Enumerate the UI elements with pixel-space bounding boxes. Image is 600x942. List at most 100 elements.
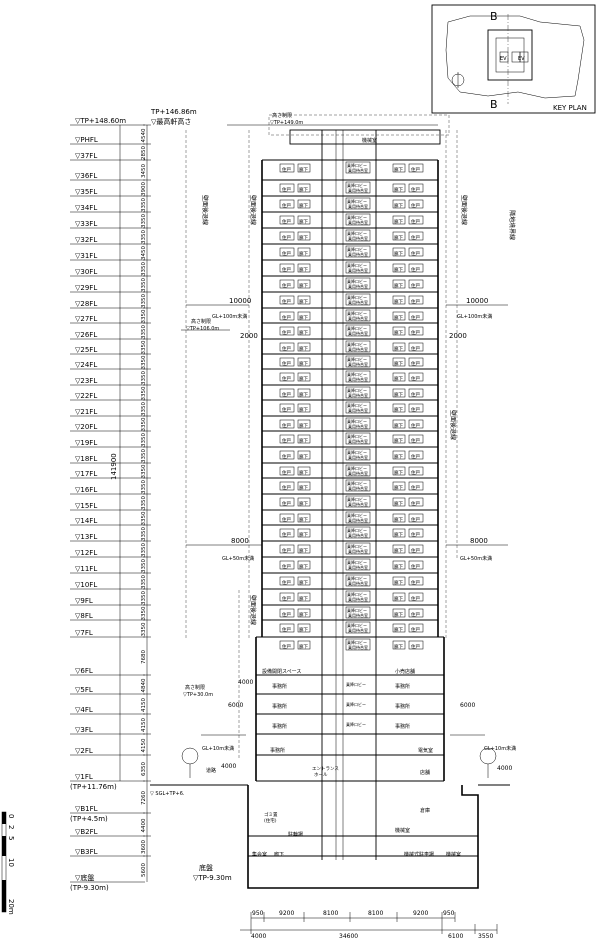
room-lobby: 乗降ロビー (347, 418, 367, 424)
unit-box (279, 342, 295, 352)
unit-box (279, 497, 295, 507)
room-lobby: 乗降ロビー (347, 622, 367, 628)
road-label: 道路 (206, 767, 216, 774)
room-unit-r: 住戸 (411, 643, 420, 650)
room-corridor-r: 廊下 (394, 469, 403, 476)
lobby-box (345, 464, 371, 477)
room-unit: 住戸 (282, 282, 291, 289)
unit-box (279, 388, 295, 398)
level-label: ▽底盤 (75, 873, 94, 882)
key-room-2: EV (518, 56, 525, 62)
penthouse-block (289, 129, 441, 145)
height-limit-low-value: ▽TP+30.0m (183, 692, 213, 698)
room-corridor-r: 廊下 (394, 422, 403, 429)
room-corridor: 廊下 (299, 234, 308, 241)
offset-6000-right: 6000 (460, 702, 475, 709)
gl50-left: GL+50m未満 (222, 555, 254, 562)
unit-box-r (408, 608, 424, 618)
storey-height: 3350 (141, 198, 147, 212)
room-unit-r: 住戸 (411, 611, 420, 618)
unit-box (279, 434, 295, 444)
room-unit: 住戸 (282, 186, 291, 193)
corridor-box-r (392, 247, 406, 257)
storey-height: 3350 (141, 496, 147, 510)
level-label: ▽34FL (75, 204, 97, 212)
corridor-box-r (392, 326, 406, 336)
lobby-box (345, 606, 371, 619)
room-machine-low: 機械室 (395, 827, 410, 834)
room-lobby: 乗降ロビー (347, 246, 367, 252)
room-unit-r: 住戸 (411, 406, 420, 413)
corridor-box (297, 560, 311, 570)
storey-height: 4150 (141, 698, 147, 712)
podium-outline (255, 637, 445, 781)
room-lobby: 乗降ロビー (347, 214, 367, 220)
boundary-line-right: 隣地境界線 (508, 210, 516, 240)
corridor-box-r (392, 419, 406, 429)
room-lobby-sub: 乗用待合室 (348, 283, 368, 289)
storey-height: 4540 (141, 128, 147, 142)
room-unit: 住戸 (282, 611, 291, 618)
corridor-box (297, 434, 311, 444)
room-corridor-r: 廊下 (394, 202, 403, 209)
room-corridor-r: 廊下 (394, 345, 403, 352)
lobby-box (345, 197, 371, 210)
room-lobby-sub: 乗用待合室 (348, 627, 368, 633)
unit-box (279, 513, 295, 523)
room-corridor: 廊下 (299, 166, 308, 173)
corridor-box (297, 497, 311, 507)
dim-8100-left: 8100 (323, 910, 338, 917)
gl100-left: GL+100m未満 (212, 313, 247, 320)
corridor-box-r (392, 497, 406, 507)
lobby-box (345, 229, 371, 242)
corridor-box-r (392, 576, 406, 586)
corridor-box (297, 326, 311, 336)
room-lobby-sub: 乗用待合室 (348, 187, 368, 193)
level-label: ▽8FL (75, 612, 93, 620)
room-corridor: 廊下 (299, 202, 308, 209)
room-unit-r: 住戸 (411, 595, 420, 602)
dim-3550: 3550 (478, 933, 493, 940)
lobby-box (345, 574, 371, 587)
corridor-box-r (392, 279, 406, 289)
corridor-box-r (392, 466, 406, 476)
room-office-r: 事務所 (395, 703, 410, 710)
unit-box-r (408, 311, 424, 321)
room-unit-r: 住戸 (411, 314, 420, 321)
corridor-box-r (392, 640, 406, 650)
room-office-2f: 事務所 (270, 747, 285, 754)
room-unit: 住戸 (282, 202, 291, 209)
corridor-box (297, 231, 311, 241)
room-lobby: 乗降ロビー (347, 527, 367, 533)
room-lobby-sub: 乗用待合室 (348, 376, 368, 382)
room-lobby: 乗降ロビー (347, 356, 367, 362)
offset-8000-left: 8000 (231, 537, 249, 545)
room-corridor-r: 廊下 (394, 437, 403, 444)
level-label: ▽3FL (75, 726, 93, 734)
storey-height: 3450 (141, 246, 147, 260)
room-unit-r: 住戸 (411, 391, 420, 398)
lobby-box (345, 448, 371, 461)
storey-height: 3350 (141, 278, 147, 292)
setback-offsets: 10000 10000 2000 2000 GL+100m未満 GL+100m未… (185, 130, 516, 772)
lobby-box (345, 479, 371, 492)
unit-box (279, 215, 295, 225)
room-corridor: 廊下 (299, 314, 308, 321)
room-corridor: 廊下 (299, 282, 308, 289)
room-unit: 住戸 (282, 406, 291, 413)
unit-box (279, 560, 295, 570)
room-corridor-r: 廊下 (394, 484, 403, 491)
room-unit-r: 住戸 (411, 469, 420, 476)
storey-height: 3350 (141, 262, 147, 276)
room-unit: 住戸 (282, 422, 291, 429)
room-unit: 住戸 (282, 579, 291, 586)
height-limit-mid-value: ▽TP+106.0m (186, 326, 219, 332)
dim-6100: 6100 (448, 933, 463, 940)
offset-10000-left: 10000 (229, 297, 251, 305)
unit-box (279, 247, 295, 257)
level-label: ▽4FL (75, 706, 93, 714)
room-corridor-r: 廊下 (394, 547, 403, 554)
height-limit-low: 高さ制限 (185, 684, 205, 691)
room-unit-r: 住戸 (411, 422, 420, 429)
room-corridor: 廊下 (299, 611, 308, 618)
